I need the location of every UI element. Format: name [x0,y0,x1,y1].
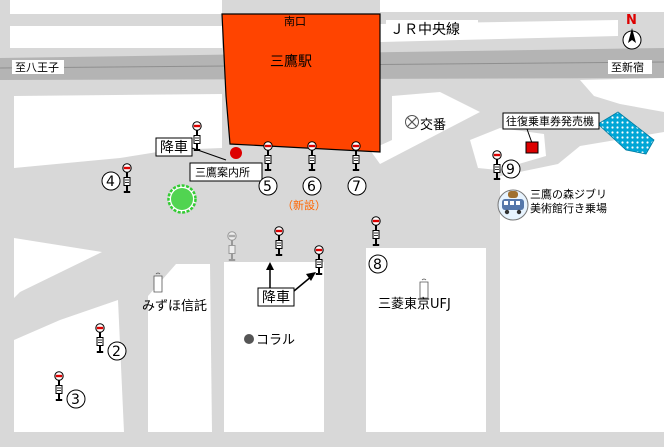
to-west-box [12,60,64,74]
svg-text:9: 9 [506,162,515,178]
svg-text:2: 2 [112,344,121,360]
stop-number-7: 7 [347,176,367,196]
green-circle-fill [171,188,193,210]
stop-number-5: 5 [258,176,278,196]
south-exit-label: 南口 [284,15,306,28]
ghibli-bus-icon [497,189,529,221]
info-center-label: 三鷹案内所 [195,165,250,179]
koban-icon [405,115,419,129]
mufg-label: 三菱東京UFJ [378,296,451,312]
svg-text:6: 6 [307,179,316,195]
koban-label: 交番 [420,117,446,133]
new-stop-label: （新設） [282,198,326,212]
line-name-box [386,20,478,38]
block [500,132,664,432]
block [370,92,480,164]
svg-text:5: 5 [263,179,272,195]
water-channel [597,111,655,155]
coral-label: コラル [256,333,295,348]
ticket-machine-icon [525,141,539,154]
alight-lower-box [257,287,295,307]
svg-text:3: 3 [71,392,80,408]
block [580,78,664,112]
block [10,26,222,48]
block [380,0,664,12]
block [10,0,222,14]
alight-upper-box [155,137,193,157]
stop-number-4: 4 [101,171,121,191]
to-east-box [608,60,652,74]
arrow-up-icon [266,262,274,288]
stop-number-3: 3 [66,389,86,409]
ghibli-label-line2: 美術館行き乗場 [530,201,607,215]
block [470,128,546,170]
block [224,262,324,432]
ticket-office-leader [526,128,533,144]
line-name: ＪＲ中央線 [390,22,460,38]
north-arrow-icon: N [622,13,642,50]
to-east-label: 至新宿 [611,60,644,74]
block [148,264,212,432]
north-label: N [626,13,637,28]
ticket-office-box [502,112,600,130]
block [366,248,486,432]
stop-number-6: 6 [302,176,322,196]
arrow-right-icon [293,272,316,292]
ghibli-label-line1: 三鷹の森ジブリ [530,187,607,201]
station-building [221,13,381,153]
building-icon [419,278,429,299]
svg-text:7: 7 [352,179,361,195]
info-center-marker [230,147,242,159]
station-name: 三鷹駅 [270,54,312,70]
stop-number-9: 9 [501,159,521,179]
ticket-office-label: 往復乗車券発売機 [506,114,594,128]
alight-lower-label: 降車 [262,289,290,306]
to-west-label: 至八王子 [15,61,59,74]
mizuho-label: みずほ信託 [142,298,207,314]
block [14,238,102,298]
alight-upper-label: 降車 [160,139,188,156]
block [14,300,124,432]
coral-marker [244,334,254,344]
building-icon [153,272,163,293]
stop-number-2: 2 [107,341,127,361]
svg-text:8: 8 [373,257,382,273]
stop-number-8: 8 [368,254,388,274]
svg-text:4: 4 [106,174,115,190]
info-center-box [189,162,263,182]
